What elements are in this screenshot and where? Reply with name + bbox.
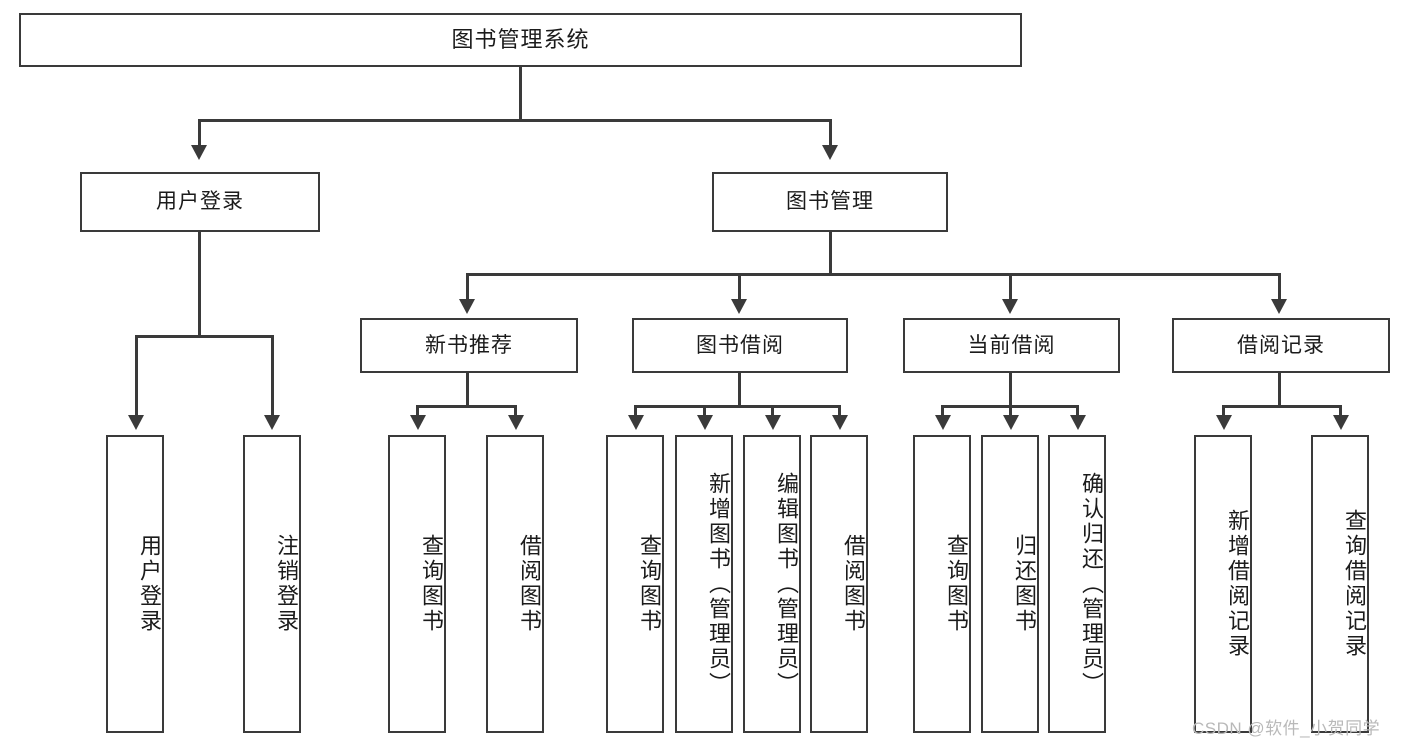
connector-level2-bus (198, 119, 832, 122)
connector-user-login-bus (135, 335, 274, 338)
node-label: 图书管理系统 (451, 26, 590, 52)
node-borrow-record[interactable]: 借阅记录 (1172, 318, 1390, 373)
arrow-current-borrow-leaf-3 (1070, 415, 1086, 430)
connector-current-borrow-leaf-3 (1076, 405, 1079, 417)
node-current-borrow[interactable]: 当前借阅 (903, 318, 1120, 373)
node-label: 注销登录 (274, 534, 299, 634)
connector-borrow-record-leaf-1 (1222, 405, 1225, 417)
leaf-user-login[interactable]: 用户登录 (106, 435, 164, 733)
arrow-current-borrow-leaf-2 (1003, 415, 1019, 430)
leaf-current-borrow-return-book[interactable]: 归还图书 (981, 435, 1039, 733)
connector-to-book-borrow (738, 273, 741, 301)
node-label: 新增图书（管理员） (706, 471, 731, 697)
arrow-current-borrow-leaf-1 (935, 415, 951, 430)
connector-root-stem (519, 67, 522, 119)
arrow-borrow-record-leaf-1 (1216, 415, 1232, 430)
arrow-book-borrow-leaf-1 (628, 415, 644, 430)
arrow-book-borrow-leaf-4 (832, 415, 848, 430)
arrow-user-login-leaf-2 (264, 415, 280, 430)
connector-to-book-manage (829, 119, 832, 147)
arrow-to-user-login (191, 145, 207, 160)
connector-borrow-record-stem (1278, 373, 1281, 405)
node-label: 借阅图书 (517, 534, 542, 634)
connector-book-borrow-leaf-4 (838, 405, 841, 417)
node-label: 图书管理 (786, 190, 874, 214)
connector-new-book-leaf-2 (514, 405, 517, 417)
connector-borrow-record-bus (1222, 405, 1342, 408)
connector-book-borrow-bus (634, 405, 841, 408)
node-book-management[interactable]: 图书管理 (712, 172, 948, 232)
connector-level3-bus (466, 273, 1281, 276)
node-label: 新增借阅记录 (1225, 509, 1250, 659)
watermark-text: CSDN @软件_小贺同学 (1192, 719, 1381, 738)
node-label: 确认归还（管理员） (1079, 471, 1104, 697)
arrow-user-login-leaf-1 (128, 415, 144, 430)
connector-current-borrow-stem (1009, 373, 1012, 405)
arrow-to-new-book (459, 299, 475, 314)
leaf-book-borrow-query-book[interactable]: 查询图书 (606, 435, 664, 733)
connector-book-borrow-stem (738, 373, 741, 405)
leaf-current-borrow-query-book[interactable]: 查询图书 (913, 435, 971, 733)
leaf-logout[interactable]: 注销登录 (243, 435, 301, 733)
connector-new-book-stem (466, 373, 469, 405)
leaf-book-borrow-borrow-book[interactable]: 借阅图书 (810, 435, 868, 733)
node-root-system[interactable]: 图书管理系统 (19, 13, 1022, 67)
node-label: 借阅图书 (841, 534, 866, 634)
connector-user-login-stem (198, 232, 201, 335)
connector-to-user-login (198, 119, 201, 147)
leaf-borrow-record-add-record[interactable]: 新增借阅记录 (1194, 435, 1252, 733)
arrow-to-borrow-record (1271, 299, 1287, 314)
arrow-to-current-borrow (1002, 299, 1018, 314)
connector-current-borrow-leaf-1 (941, 405, 944, 417)
node-label: 编辑图书（管理员） (774, 471, 799, 697)
leaf-current-borrow-confirm-return-admin[interactable]: 确认归还（管理员） (1048, 435, 1106, 733)
node-new-book-recommend[interactable]: 新书推荐 (360, 318, 578, 373)
connector-to-borrow-record (1278, 273, 1281, 301)
leaf-new-book-borrow-book[interactable]: 借阅图书 (486, 435, 544, 733)
connector-user-login-leaf-2 (271, 335, 274, 417)
node-label: 查询借阅记录 (1342, 509, 1367, 659)
connector-current-borrow-leaf-2 (1009, 405, 1012, 417)
leaf-borrow-record-query-record[interactable]: 查询借阅记录 (1311, 435, 1369, 733)
arrow-borrow-record-leaf-2 (1333, 415, 1349, 430)
connector-new-book-leaf-1 (416, 405, 419, 417)
connector-to-new-book (466, 273, 469, 301)
arrow-new-book-leaf-2 (508, 415, 524, 430)
node-user-login[interactable]: 用户登录 (80, 172, 320, 232)
arrow-book-borrow-leaf-2 (697, 415, 713, 430)
arrow-new-book-leaf-1 (410, 415, 426, 430)
node-label: 归还图书 (1012, 534, 1037, 634)
connector-book-borrow-leaf-2 (703, 405, 706, 417)
node-label: 当前借阅 (967, 333, 1056, 357)
node-label: 用户登录 (137, 534, 162, 634)
connector-book-manage-stem (829, 232, 832, 273)
node-book-borrow[interactable]: 图书借阅 (632, 318, 848, 373)
node-label: 查询图书 (637, 534, 662, 634)
node-label: 图书借阅 (696, 333, 784, 357)
arrow-book-borrow-leaf-3 (765, 415, 781, 430)
connector-book-borrow-leaf-1 (634, 405, 637, 417)
node-label: 用户登录 (156, 190, 244, 214)
connector-new-book-bus (416, 405, 517, 408)
leaf-new-book-query-book[interactable]: 查询图书 (388, 435, 446, 733)
leaf-book-borrow-edit-book-admin[interactable]: 编辑图书（管理员） (743, 435, 801, 733)
connector-borrow-record-leaf-2 (1339, 405, 1342, 417)
arrow-to-book-manage (822, 145, 838, 160)
node-label: 查询图书 (944, 534, 969, 634)
node-label: 新书推荐 (425, 333, 513, 357)
connector-user-login-leaf-1 (135, 335, 138, 417)
connector-book-borrow-leaf-3 (771, 405, 774, 417)
arrow-to-book-borrow (731, 299, 747, 314)
node-label: 借阅记录 (1237, 333, 1325, 357)
leaf-book-borrow-add-book-admin[interactable]: 新增图书（管理员） (675, 435, 733, 733)
connector-to-current-borrow (1009, 273, 1012, 301)
node-label: 查询图书 (419, 534, 444, 634)
